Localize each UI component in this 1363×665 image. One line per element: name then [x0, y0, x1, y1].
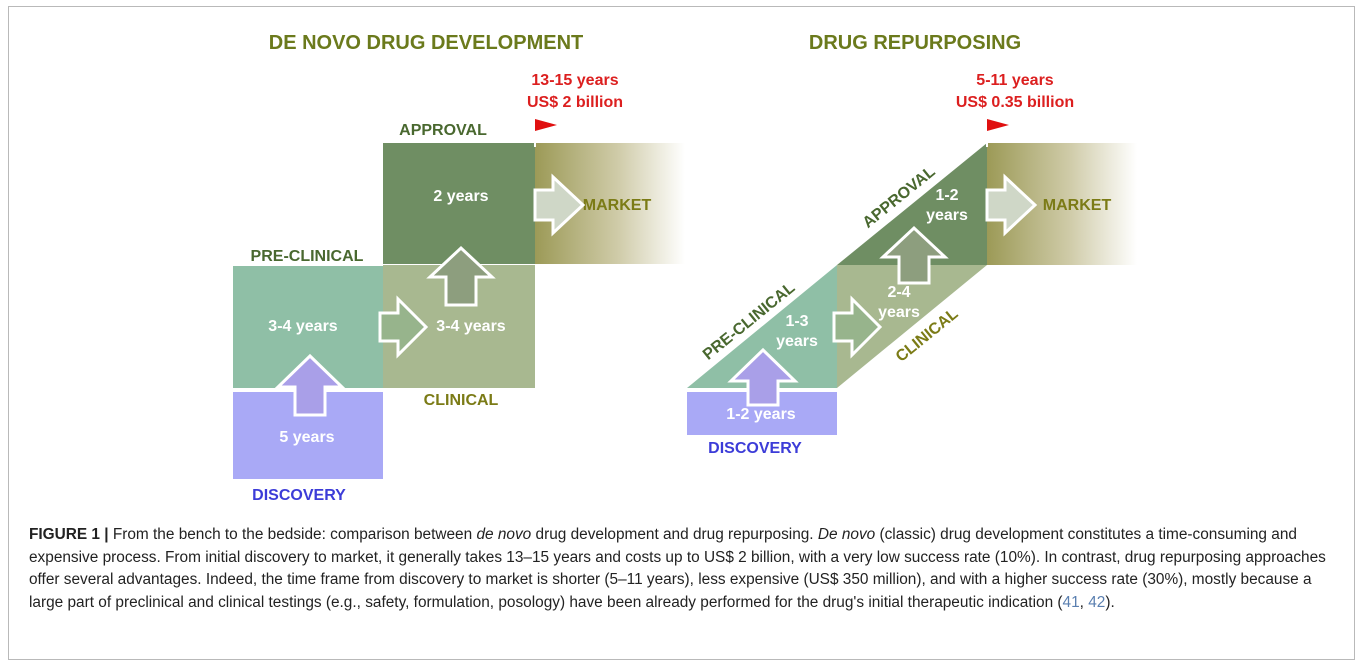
left-arrow-clinical-to-approval: [426, 245, 496, 307]
right-discovery-label: DISCOVERY: [708, 440, 802, 457]
drug-development-diagram: DE NOVO DRUG DEVELOPMENT 13-15 years US$…: [233, 32, 1137, 504]
right-title: DRUG REPURPOSING: [809, 32, 1021, 54]
right-approval-years-1: 1-2: [935, 187, 958, 204]
caption-text-1: From the bench to the bedside: compariso…: [108, 526, 477, 543]
right-time-label: 5-11 years: [976, 72, 1054, 89]
left-arrow-approval-to-market: [533, 173, 586, 237]
right-approval-block: [837, 143, 987, 265]
left-approval-label: APPROVAL: [399, 122, 487, 139]
left-discovery-label: DISCOVERY: [252, 487, 346, 504]
left-time-label: 13-15 years: [531, 72, 618, 89]
right-discovery-years: 1-2 years: [726, 406, 795, 423]
left-discovery-years: 5 years: [279, 429, 334, 446]
right-clinical-block: [837, 265, 987, 388]
right-arrow-preclinical-to-clinical: [832, 295, 883, 359]
caption-ref-link[interactable]: 41: [1062, 593, 1080, 611]
left-title: DE NOVO DRUG DEVELOPMENT: [269, 32, 583, 54]
caption-ref-separator: ,: [1079, 593, 1089, 611]
left-preclinical-label: PRE-CLINICAL: [251, 248, 364, 265]
right-cost-label: US$ 0.35 billion: [956, 94, 1074, 111]
left-clinical-label: CLINICAL: [424, 392, 499, 409]
caption-text-2: drug development and drug repurposing.: [531, 526, 818, 543]
caption-figure-label: FIGURE 1 |: [29, 526, 109, 543]
right-arrow-discovery-to-preclinical: [727, 347, 799, 407]
right-preclinical-years-1: 1-3: [785, 313, 808, 330]
right-clinical-years-1: 2-4: [887, 284, 910, 301]
right-market-label: MARKET: [1043, 197, 1112, 214]
caption-text-3: (classic) drug development constitutes a…: [29, 526, 1326, 611]
figure-caption: FIGURE 1 | From the bench to the bedside…: [29, 524, 1349, 614]
left-approval-years: 2 years: [433, 188, 488, 205]
left-arrow-preclinical-to-clinical: [378, 295, 429, 359]
figure-frame: DE NOVO DRUG DEVELOPMENT 13-15 years US$…: [8, 6, 1355, 660]
right-preclinical-years-2: years: [776, 333, 818, 350]
right-arrow-clinical-to-approval: [879, 225, 949, 285]
right-preclinical-block: [687, 265, 837, 388]
left-clinical-years: 3-4 years: [436, 318, 505, 335]
right-clinical-years-2: years: [878, 304, 920, 321]
left-preclinical-years: 3-4 years: [268, 318, 337, 335]
caption-italic-1: de novo: [476, 526, 532, 543]
caption-text-end: ).: [1105, 593, 1115, 611]
left-flag-icon: [535, 119, 557, 131]
left-approval-block: [383, 143, 535, 264]
right-arrow-approval-to-market: [985, 173, 1038, 237]
left-market-label: MARKET: [583, 197, 652, 214]
left-cost-label: US$ 2 billion: [527, 94, 623, 111]
left-arrow-discovery-to-preclinical: [274, 353, 346, 417]
caption-italic-2: De novo: [817, 526, 876, 543]
caption-ref-link[interactable]: 42: [1088, 593, 1106, 611]
right-flag-icon: [987, 119, 1009, 131]
right-approval-years-2: years: [926, 207, 968, 224]
